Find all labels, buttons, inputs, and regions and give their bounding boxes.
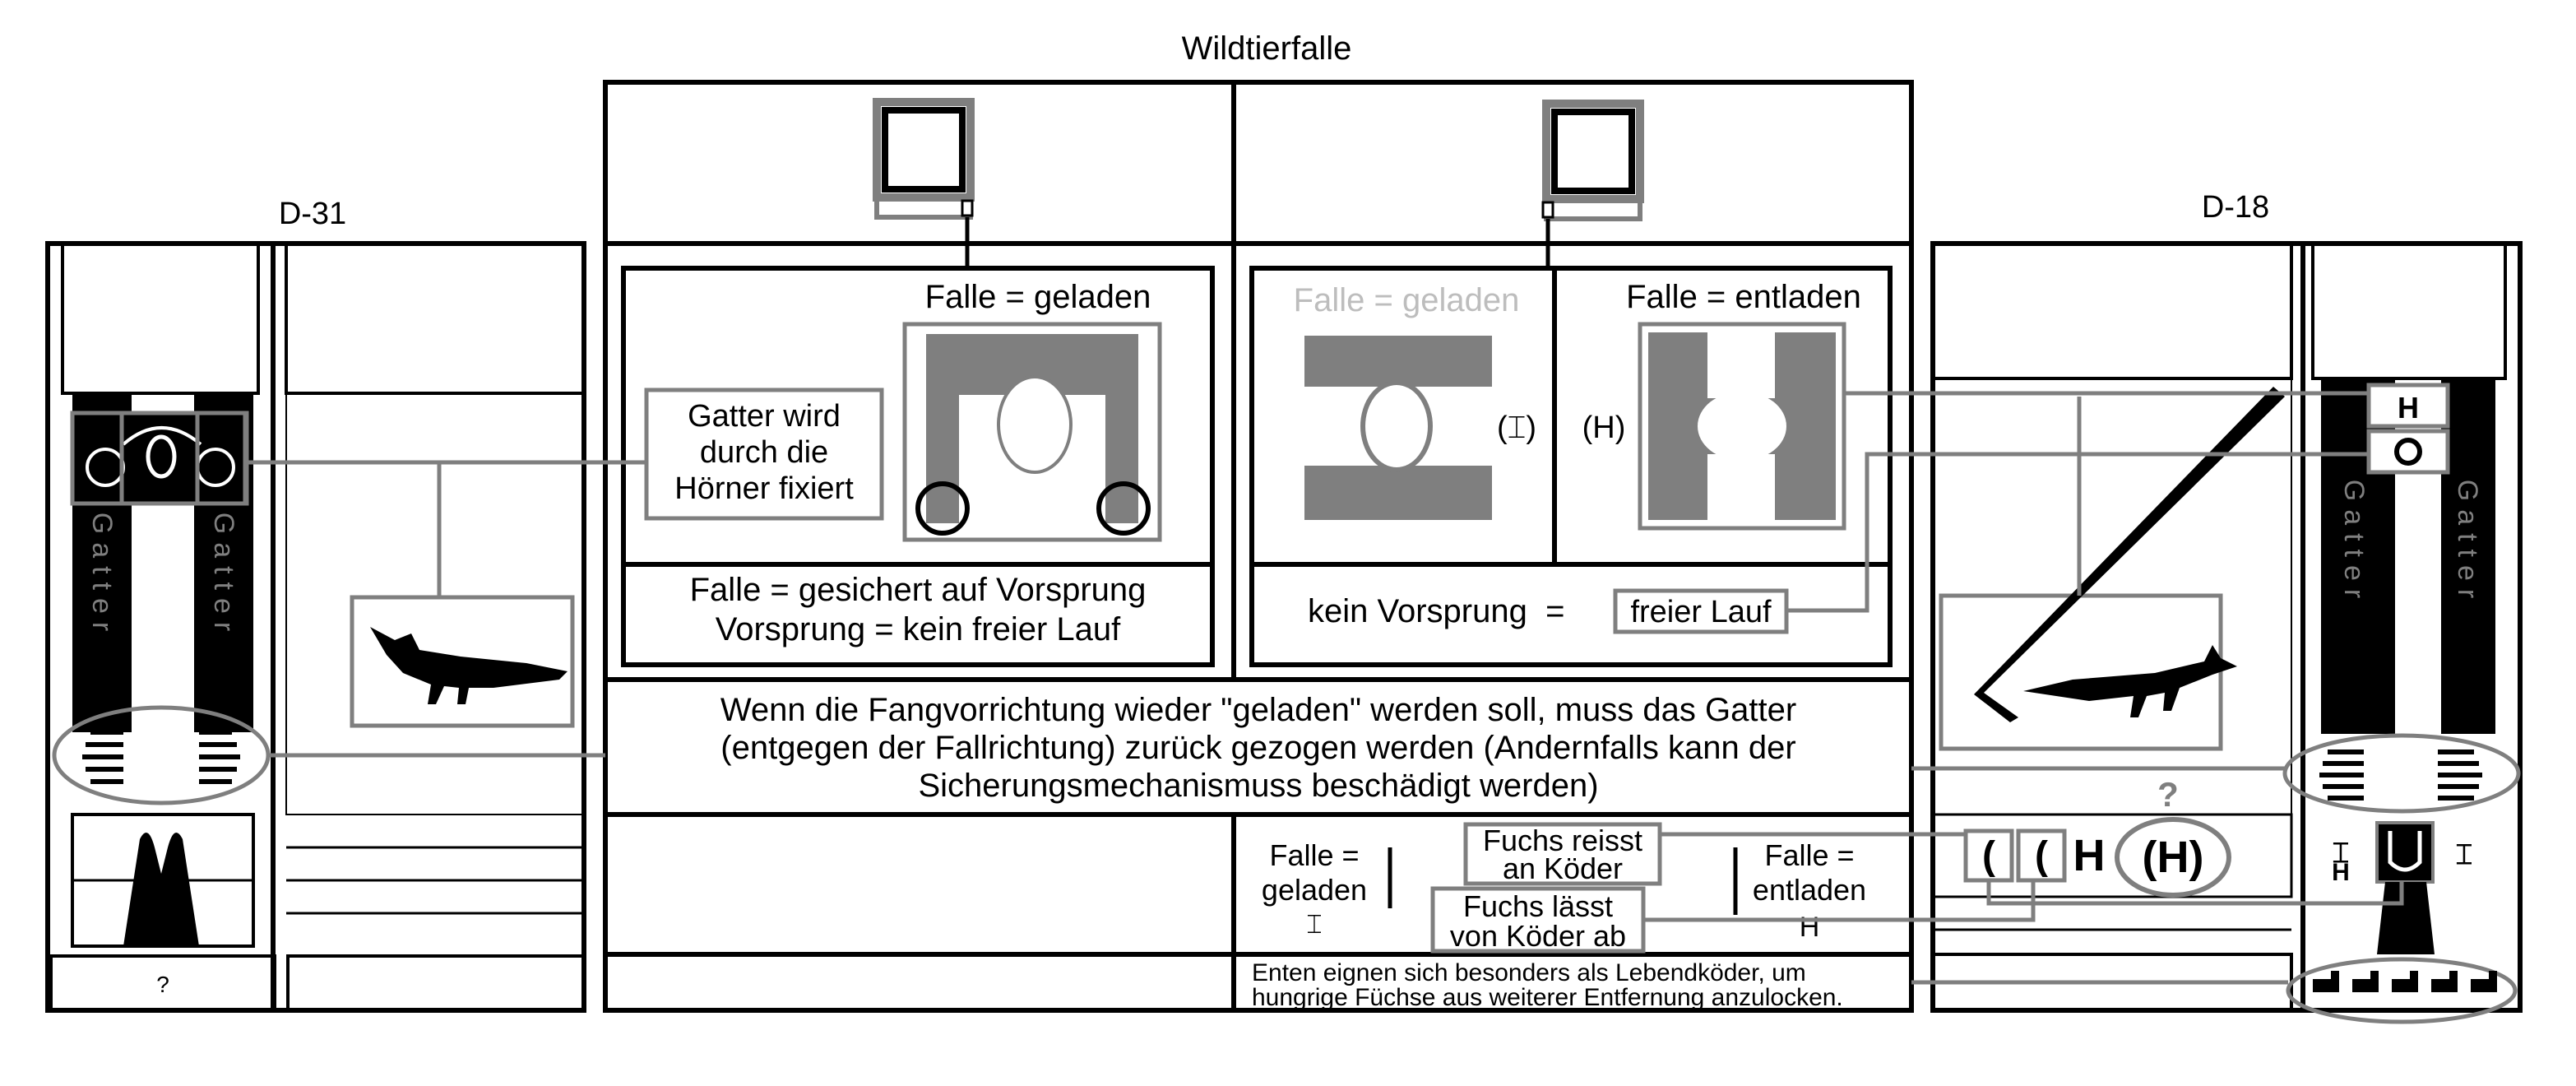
pin-latch-icon [2366,429,2450,475]
legend-unloaded-line-2: entladen [1753,873,1866,907]
left-horn-silhouette [123,833,199,946]
unloaded-left-plate [1304,336,1492,520]
free-run-label: freier Lauf [1630,595,1772,629]
h-latch-icon [2366,383,2450,429]
highlight-oval [2115,817,2231,898]
fox-icon [370,627,568,704]
duck-note-line-2: hungrige Füchse aus weiterer Entfernung … [1252,984,1843,1011]
trap-device-loaded-icon [873,98,975,268]
svg-text:(H): (H) [2143,833,2204,882]
svg-text:⌶: ⌶ [2333,838,2349,869]
loaded-footer-line-2: Vorsprung = kein freier Lauf [716,611,1121,647]
unloaded-state-box: Falle = geladen Falle = entladen (⌶) (H)… [1249,266,1893,667]
left-horn-lock-icon [915,481,970,536]
svg-text:(: ( [1982,834,1995,878]
unloaded-heading: Falle = entladen [1626,279,1861,315]
connector-lines [243,391,2404,985]
left-panel-label: D-31 [279,197,346,231]
unloaded-footer-text: kein Vorsprung = [1308,593,1564,629]
svg-text:H: H [2332,859,2350,886]
duck-icons [2313,971,2497,992]
left-bottom-note: ? [156,972,169,997]
left-panel: Gatter Gatter ? [45,241,586,1013]
duck-note-line-1: Enten eignen sich besonders als Lebendkö… [1252,959,1806,986]
fox-caught-icon [2023,645,2237,717]
unloaded-faded-heading: Falle = geladen [1294,282,1520,318]
right-horn-lock-icon [1096,481,1151,536]
svg-text:⌶: ⌶ [2456,839,2472,870]
horn-callout-line-3: Hörner fixiert [674,471,854,506]
right-spring-group [2282,733,2521,814]
right-panel-label: D-18 [2202,190,2269,225]
right-question-mark: ? [2157,775,2179,814]
diagram-title: Wildtierfalle [1182,30,1352,67]
fox-pulls-box [1463,822,1662,886]
trap-arm-line [1974,387,2285,722]
center-panel: Falle = geladen Gatter wird durch die Hö… [603,80,1914,1013]
trap-device-unloaded-icon [1541,100,1644,268]
right-bait-holder [2375,821,2435,884]
reload-note-line-2: (entgegen der Fallrichtung) zurück gezog… [720,730,1795,766]
duck-bait-group [2286,957,2518,1024]
left-gate-label-a: Gatter [86,513,118,639]
unloaded-symbol-right: (H) [1582,411,1626,445]
fox-leaves-line-1: Fuchs lässt [1463,889,1613,923]
loaded-heading: Falle = geladen [925,279,1151,315]
horn-callout-line-2: durch die [700,435,828,470]
legend-loaded-line-2: geladen [1262,873,1367,907]
loaded-footer-line-1: Falle = gesichert auf Vorsprung [690,572,1147,608]
legend-unloaded-line-1: Falle = [1764,838,1854,872]
right-gate-label-a: Gatter [2338,480,2370,606]
loaded-trap-plate [926,334,1138,523]
left-gate-label-b: Gatter [208,513,239,639]
right-gate-label-b: Gatter [2452,480,2483,606]
loaded-state-box: Falle = geladen Gatter wird durch die Hö… [621,266,1215,667]
center-frame [603,80,1914,1013]
horn-callout-line-1: Gatter wird [688,399,841,434]
right-panel: Gatter Gatter H ⌶ H ⌶ [1930,241,2523,1024]
legend-unloaded-line-3: H [1800,912,1820,943]
fox-leaves-line-2: von Köder ab [1450,919,1626,953]
svg-text:(: ( [2035,834,2048,878]
horn-callout-box [644,388,884,521]
reload-note-line-1: Wenn die Fangvorrichtung wieder "geladen… [720,692,1796,728]
svg-text:H: H [2398,391,2419,425]
right-gate-rail-b [2441,380,2495,734]
unloaded-symbol-left: (⌶) [1497,411,1536,445]
svg-text:H: H [2073,831,2106,880]
legend-loaded-line-1: Falle = [1269,838,1359,872]
fox-pulls-line-2: an Köder [1503,852,1623,885]
left-fox-box [350,595,575,728]
fox-pulls-line-1: Fuchs reisst [1483,824,1642,857]
legend-loaded-line-3: ⌶ [1306,909,1322,939]
reload-note-line-3: Sicherungsmechanismuss beschädigt werden… [918,768,1598,804]
